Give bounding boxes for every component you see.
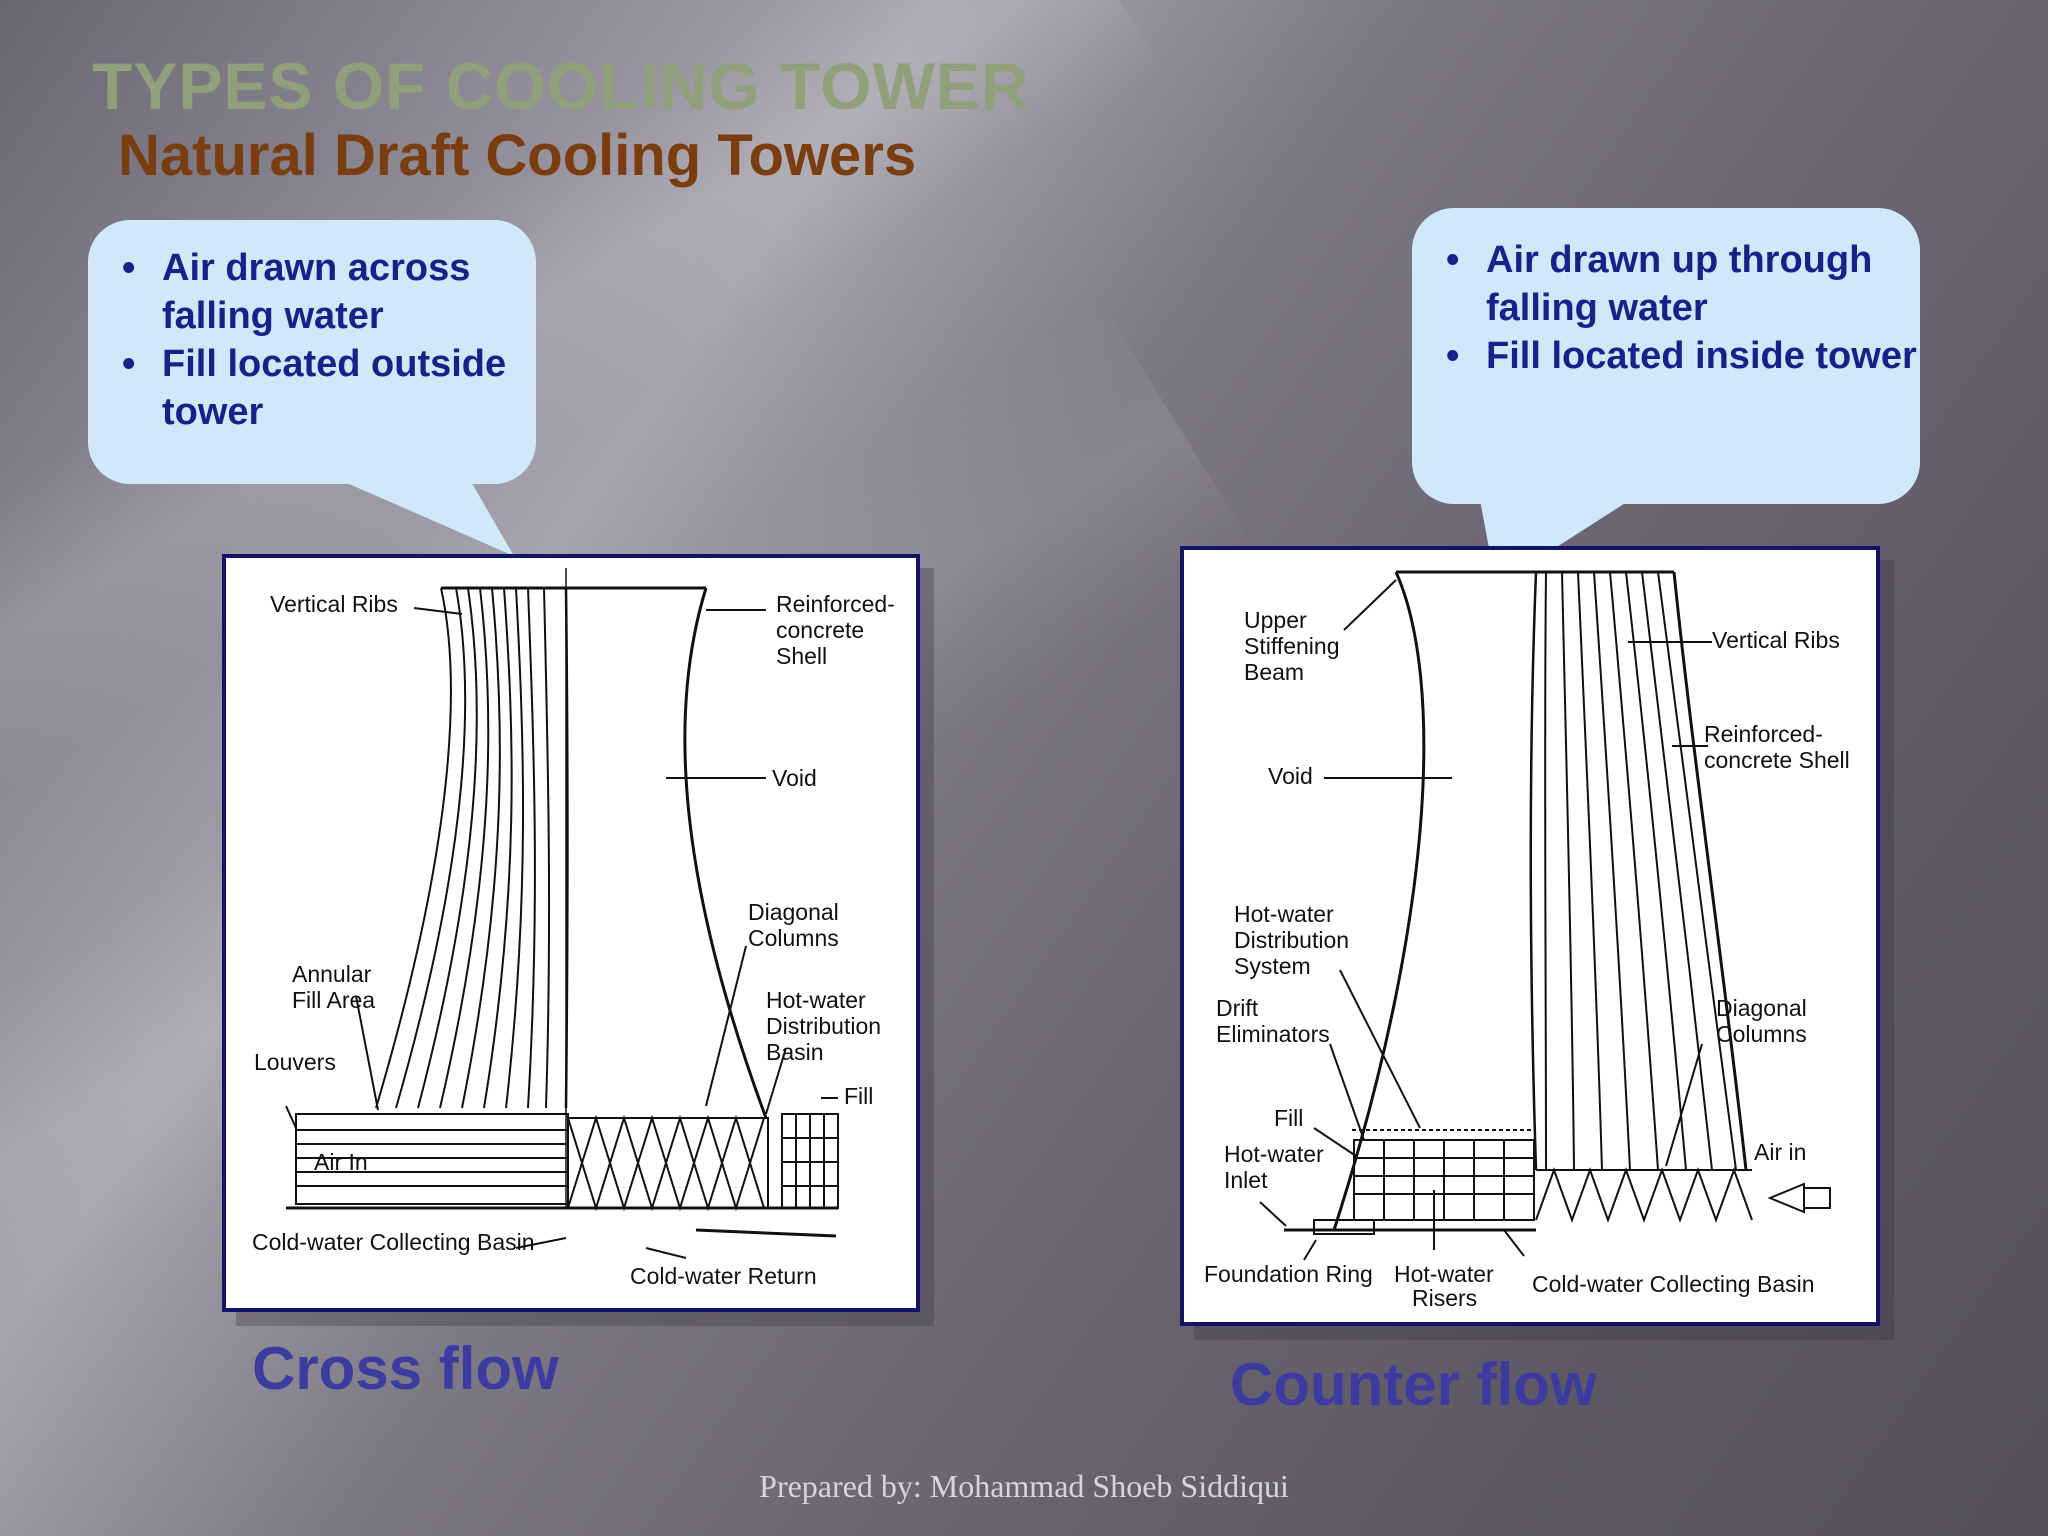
crossflow-label-fill: Fill (844, 1083, 873, 1109)
crossflow-label-hot-water-basin: Distribution (766, 1013, 881, 1039)
crossflow-tower-drawing: Vertical Ribs Reinforced- concrete Shell… (252, 568, 895, 1289)
crossflow-label-hot-water-basin: Basin (766, 1039, 824, 1065)
crossflow-label-louvers: Louvers (254, 1049, 336, 1075)
counterflow-callout-item: Fill located inside tower (1446, 332, 1920, 380)
counterflow-tower-drawing: Upper Stiffening Beam Vertical Ribs Rein… (1204, 570, 1850, 1311)
slide-footer: Prepared by: Mohammad Shoeb Siddiqui (759, 1468, 1289, 1504)
crossflow-callout: Air drawn across falling water Fill loca… (88, 220, 536, 484)
crossflow-diagram: Vertical Ribs Reinforced- concrete Shell… (222, 554, 920, 1312)
counterflow-label-diagonal-columns: Columns (1716, 1021, 1807, 1047)
counterflow-label-air-in: Air in (1754, 1139, 1806, 1165)
crossflow-label-shell: Reinforced- (776, 591, 895, 617)
crossflow-label-vertical-ribs: Vertical Ribs (270, 591, 398, 617)
crossflow-label-shell: concrete (776, 617, 864, 643)
slide-heading: TYPES OF COOLING TOWER (92, 49, 1030, 123)
counterflow-label-hot-water-system: System (1234, 953, 1311, 979)
counterflow-label-drift-eliminators: Drift (1216, 995, 1259, 1021)
crossflow-label-diagonal-columns: Columns (748, 925, 839, 951)
crossflow-label-hot-water-basin: Hot-water (766, 987, 866, 1013)
counterflow-caption: Counter flow (1230, 1351, 1597, 1418)
counterflow-label-cold-basin: Cold-water Collecting Basin (1532, 1271, 1815, 1297)
counterflow-label-diagonal-columns: Diagonal (1716, 995, 1807, 1021)
crossflow-label-air-in: Air In (314, 1149, 368, 1175)
counterflow-label-upper-beam: Beam (1244, 659, 1304, 685)
crossflow-label-cold-return: Cold-water Return (630, 1263, 817, 1289)
crossflow-callout-item: Air drawn across falling water (122, 244, 536, 340)
counterflow-label-hot-water-system: Hot-water (1234, 901, 1334, 927)
counterflow-label-shell: Reinforced- (1704, 721, 1823, 747)
counterflow-callout-item: Air drawn up through falling water (1446, 236, 1920, 332)
counterflow-label-fill: Fill (1274, 1105, 1303, 1131)
counterflow-label-shell: concrete Shell (1704, 747, 1850, 773)
crossflow-callout-item: Fill located outside tower (122, 340, 536, 436)
crossflow-label-void: Void (772, 765, 817, 791)
crossflow-caption: Cross flow (252, 1335, 559, 1402)
counterflow-label-foundation-ring: Foundation Ring (1204, 1261, 1373, 1287)
slide-subheading: Natural Draft Cooling Towers (118, 123, 917, 188)
counterflow-label-hot-water-inlet: Inlet (1224, 1167, 1268, 1193)
crossflow-label-shell: Shell (776, 643, 827, 669)
counterflow-label-hot-water-system: Distribution (1234, 927, 1349, 953)
counterflow-label-drift-eliminators: Eliminators (1216, 1021, 1330, 1047)
crossflow-label-diagonal-columns: Diagonal (748, 899, 839, 925)
counterflow-label-upper-beam: Upper (1244, 607, 1307, 633)
crossflow-label-annular-fill: Annular (292, 961, 372, 987)
counterflow-label-risers: Risers (1412, 1285, 1477, 1311)
counterflow-label-hot-water-inlet: Hot-water (1224, 1141, 1324, 1167)
counterflow-label-void: Void (1268, 763, 1313, 789)
counterflow-label-upper-beam: Stiffening (1244, 633, 1339, 659)
crossflow-label-annular-fill: Fill Area (292, 987, 375, 1013)
counterflow-diagram: Upper Stiffening Beam Vertical Ribs Rein… (1180, 546, 1880, 1326)
counterflow-label-risers: Hot-water (1394, 1261, 1494, 1287)
crossflow-label-cold-basin: Cold-water Collecting Basin (252, 1229, 535, 1255)
counterflow-label-vertical-ribs: Vertical Ribs (1712, 627, 1840, 653)
counterflow-callout: Air drawn up through falling water Fill … (1412, 208, 1920, 504)
